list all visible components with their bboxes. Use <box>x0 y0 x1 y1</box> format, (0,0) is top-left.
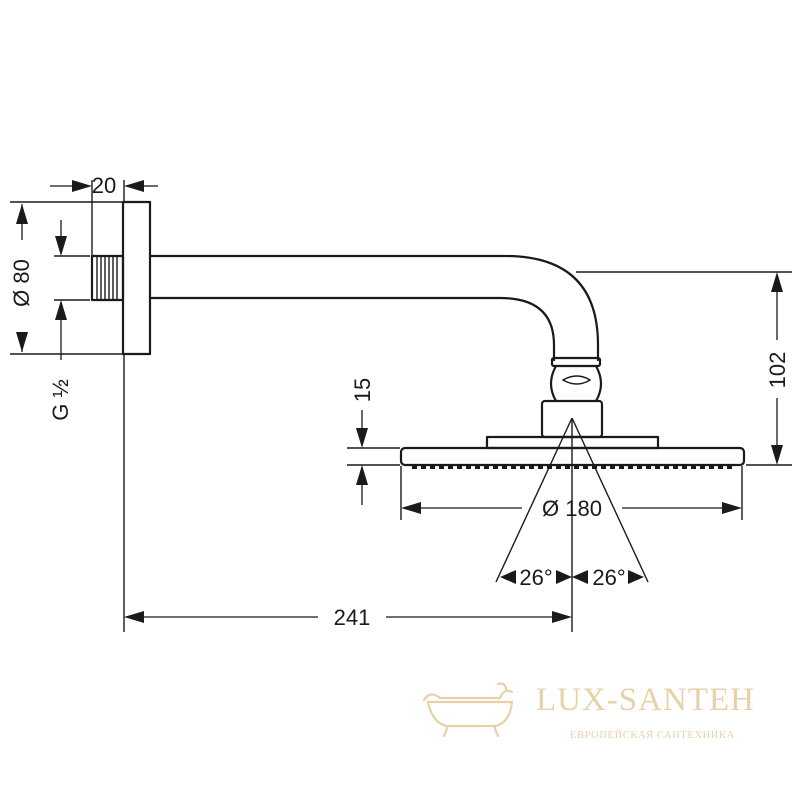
dim-head-diameter-label: Ø 180 <box>542 496 602 521</box>
nozzle <box>565 465 570 469</box>
nozzle <box>646 465 651 469</box>
nozzle <box>493 465 498 469</box>
nozzle <box>457 465 462 469</box>
nozzle <box>538 465 543 469</box>
dim-projection <box>124 611 572 623</box>
dim-angle-right-label: 26° <box>592 565 625 590</box>
dim-angle-left-label: 26° <box>519 565 552 590</box>
nozzle <box>475 465 480 469</box>
nozzle <box>412 465 417 469</box>
nozzle <box>421 465 426 469</box>
nozzle <box>691 465 696 469</box>
nozzle <box>682 465 687 469</box>
nozzle <box>619 465 624 469</box>
dim-projection-label: 241 <box>334 605 371 630</box>
dim-head-diameter <box>401 502 742 514</box>
nozzle <box>439 465 444 469</box>
dim-head-height-label: 15 <box>350 378 375 402</box>
nozzle <box>727 465 732 469</box>
wall-flange <box>121 200 152 356</box>
watermark-brand: LUX-SANTEH <box>536 682 755 718</box>
watermark-logo: LUX-SANTEH ЕВРОПЕЙСКАЯ САНТЕХНИКА <box>422 682 755 741</box>
nozzle <box>655 465 660 469</box>
dim-thread <box>55 220 67 360</box>
ball-joint <box>549 356 603 403</box>
nozzle <box>520 465 525 469</box>
nozzle <box>637 465 642 469</box>
nozzle <box>718 465 723 469</box>
nozzle <box>709 465 714 469</box>
watermark-tagline: ЕВРОПЕЙСКАЯ САНТЕХНИКА <box>570 729 735 741</box>
nozzle <box>448 465 453 469</box>
shower-arm <box>148 254 600 362</box>
nozzle <box>484 465 489 469</box>
nozzle <box>574 465 579 469</box>
nozzle <box>529 465 534 469</box>
nozzle <box>556 465 561 469</box>
dim-flange-depth <box>50 180 158 192</box>
dim-head-height <box>356 410 368 505</box>
spray-angle-lines <box>495 417 649 583</box>
nozzle <box>610 465 615 469</box>
thread-connector <box>90 254 125 302</box>
nozzle <box>502 465 507 469</box>
nozzle <box>601 465 606 469</box>
nozzle <box>664 465 669 469</box>
nozzle <box>583 465 588 469</box>
dim-flange-depth-label: 20 <box>92 173 116 198</box>
dim-drop-label: 102 <box>765 352 790 389</box>
nozzle <box>466 465 471 469</box>
nozzle <box>511 465 516 469</box>
dim-thread-label: G ½ <box>48 379 73 421</box>
dim-spray-angles <box>500 570 644 584</box>
nozzle <box>673 465 678 469</box>
nozzle <box>430 465 435 469</box>
bathtub-icon <box>422 682 514 738</box>
dim-flange-diameter-label: Ø 80 <box>9 259 34 307</box>
nozzle <box>628 465 633 469</box>
nozzle <box>700 465 705 469</box>
